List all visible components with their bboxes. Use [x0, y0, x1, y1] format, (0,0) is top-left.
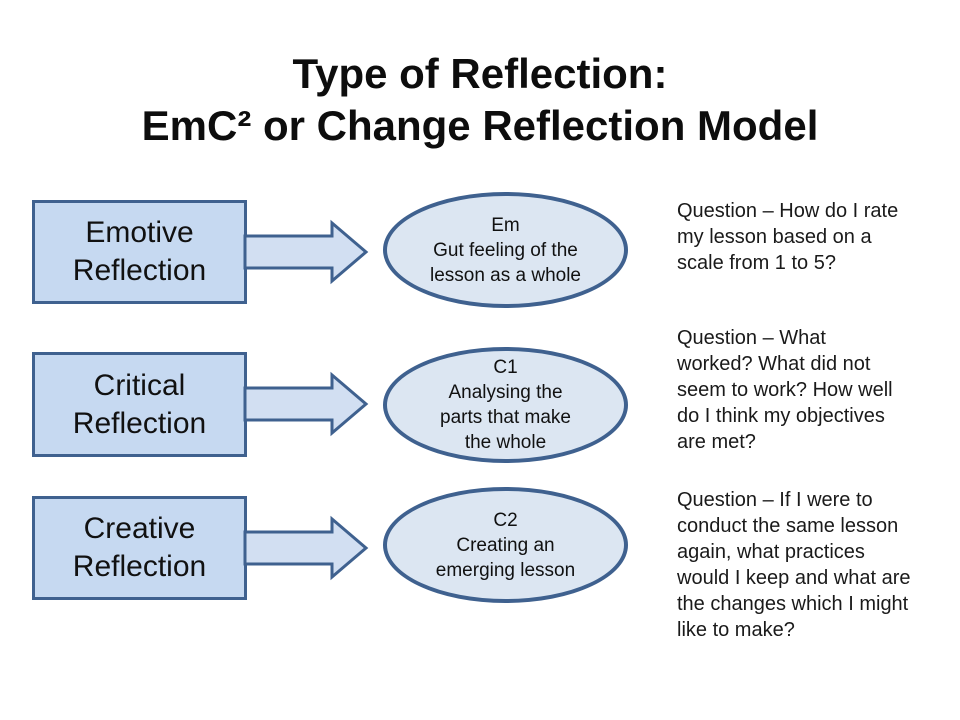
right-arrow-icon [243, 219, 369, 285]
critical-stage-ellipse: C1 Analysing the parts that make the who… [383, 347, 628, 463]
right-arrow-shape [243, 219, 369, 285]
creative-stage-ellipse: C2 Creating an emerging lesson [383, 487, 628, 603]
creative-reflection-box: Creative Reflection [32, 496, 247, 600]
slide-title: Type of Reflection: EmC² or Change Refle… [141, 50, 819, 149]
right-arrow-icon [243, 515, 369, 581]
emotive-question-text: Question – How do I rate my lesson based… [677, 200, 899, 274]
right-arrow-icon [243, 371, 369, 437]
critical-question-text: Question – What worked? What did not see… [677, 327, 893, 453]
critical-reflection-box: Critical Reflection [32, 352, 247, 457]
emotive-stage-ellipse: Em Gut feeling of the lesson as a whole [383, 192, 628, 308]
creative-question-text: Question – If I were to conduct the same… [677, 489, 911, 641]
right-arrow-shape [243, 515, 369, 581]
emotive-reflection-box: Emotive Reflection [32, 200, 247, 304]
right-arrow-shape [243, 371, 369, 437]
